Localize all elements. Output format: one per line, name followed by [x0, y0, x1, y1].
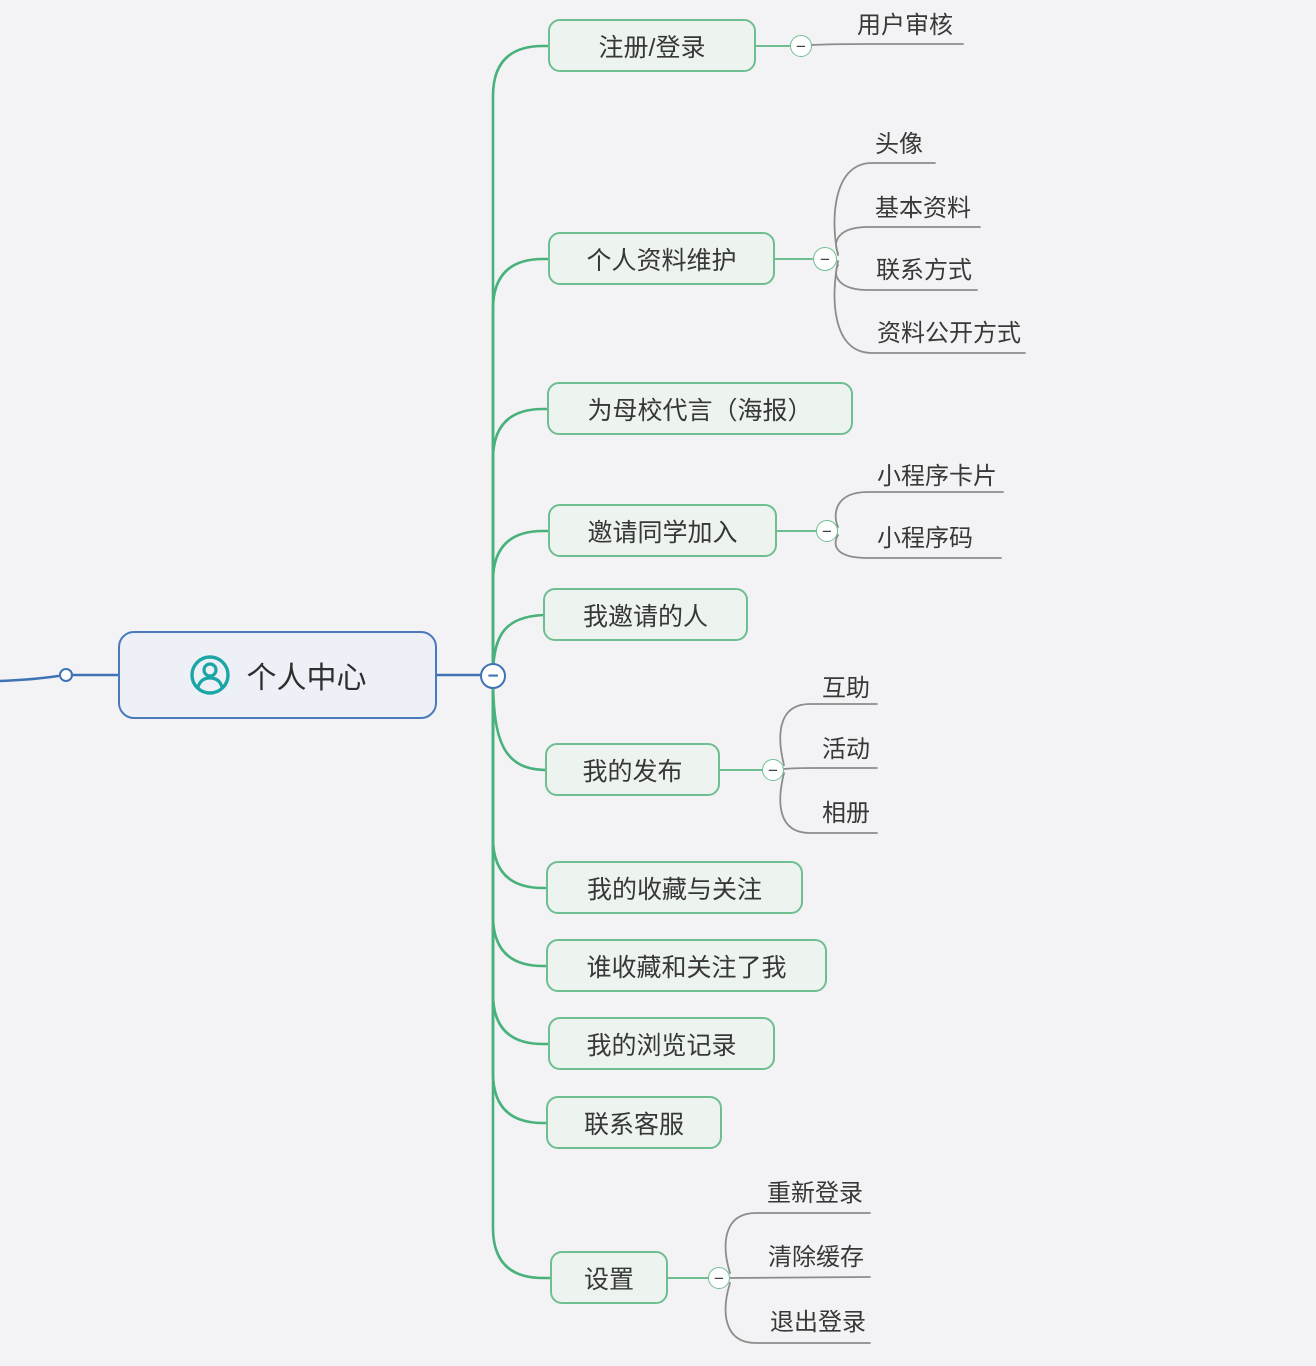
branch-line-alma-mater-poster	[491, 407, 550, 678]
node-settings[interactable]: 设置	[550, 1251, 668, 1304]
leaf-line-miniprogram-code	[834, 534, 1002, 559]
node-contact-support[interactable]: 联系客服	[546, 1096, 722, 1149]
collapse-button-settings[interactable]: −	[708, 1267, 730, 1289]
node-people-i-invited[interactable]: 我邀请的人	[543, 588, 748, 641]
leaf-clear-cache[interactable]: 清除缓存	[768, 1244, 864, 1271]
branch-line-browsing-history	[491, 674, 550, 1046]
leaf-line-relogin	[724, 1212, 871, 1274]
node-label: 为母校代言（海报）	[587, 396, 813, 425]
node-label: 我邀请的人	[582, 602, 708, 631]
leaf-line-mutual-help	[779, 703, 878, 766]
branch-line-profile-maintenance	[491, 257, 550, 678]
node-root[interactable]: 个人中心	[118, 631, 437, 719]
node-invite-classmates[interactable]: 邀请同学加入	[548, 504, 777, 557]
branch-line-who-favorited-me	[491, 674, 550, 968]
leaf-line-profile-visibility	[833, 260, 1026, 354]
node-my-posts[interactable]: 我的发布	[545, 743, 720, 796]
leaf-mutual-help[interactable]: 互助	[822, 675, 870, 702]
node-label: 谁收藏和关注了我	[586, 953, 787, 982]
leaf-album[interactable]: 相册	[822, 800, 870, 827]
node-register-login[interactable]: 注册/登录	[548, 19, 756, 72]
leaf-line-miniprogram-card	[834, 491, 1004, 528]
leaf-contact-method[interactable]: 联系方式	[876, 257, 972, 284]
branch-line-register-login	[491, 44, 550, 678]
leaf-activity[interactable]: 活动	[822, 736, 870, 763]
branch-line-my-favorites-follows	[491, 674, 550, 890]
root-label: 个人中心	[246, 662, 367, 695]
node-profile-maintenance[interactable]: 个人资料维护	[548, 232, 775, 285]
leaf-relogin[interactable]: 重新登录	[767, 1180, 863, 1207]
node-label: 邀请同学加入	[587, 518, 738, 547]
node-label: 我的收藏与关注	[586, 875, 762, 904]
leaf-line-clear-cache	[729, 1276, 871, 1279]
root-anchor-dot	[59, 668, 73, 682]
node-my-favorites-follows[interactable]: 我的收藏与关注	[546, 861, 803, 914]
branch-line-my-posts	[491, 674, 550, 772]
leaf-miniprogram-code[interactable]: 小程序码	[877, 525, 973, 552]
node-label: 我的发布	[582, 757, 683, 786]
leaf-miniprogram-card[interactable]: 小程序卡片	[877, 463, 997, 490]
branch-line-invite-classmates	[491, 529, 550, 678]
root-incoming-line	[0, 674, 60, 683]
leaf-basic-info[interactable]: 基本资料	[875, 195, 971, 222]
node-who-favorited-me[interactable]: 谁收藏和关注了我	[546, 939, 827, 992]
collapse-button-root[interactable]: −	[480, 663, 506, 689]
node-alma-mater-poster[interactable]: 为母校代言（海报）	[547, 382, 853, 435]
collapse-button-invite-classmates[interactable]: −	[816, 520, 838, 542]
leaf-user-review[interactable]: 用户审核	[857, 12, 953, 39]
collapse-button-register-login[interactable]: −	[790, 35, 812, 57]
leaf-line-activity	[783, 767, 878, 770]
leaf-line-basic-info	[835, 226, 981, 254]
leaf-avatar[interactable]: 头像	[875, 131, 923, 158]
node-label: 联系客服	[583, 1110, 684, 1139]
leaf-line-user-review	[811, 43, 964, 46]
collapse-button-profile-maintenance[interactable]: −	[813, 247, 837, 271]
node-label: 注册/登录	[598, 33, 706, 62]
leaf-profile-visibility[interactable]: 资料公开方式	[877, 320, 1021, 347]
node-browsing-history[interactable]: 我的浏览记录	[548, 1017, 775, 1070]
leaf-line-logout	[724, 1282, 871, 1344]
node-label: 我的浏览记录	[586, 1031, 737, 1060]
leaf-logout[interactable]: 退出登录	[770, 1309, 866, 1336]
node-label: 个人资料维护	[586, 246, 737, 275]
collapse-button-my-posts[interactable]: −	[762, 759, 784, 781]
node-label: 设置	[583, 1265, 634, 1294]
branch-line-settings	[491, 674, 552, 1280]
person-icon	[189, 655, 230, 695]
leaf-line-album	[779, 772, 878, 834]
